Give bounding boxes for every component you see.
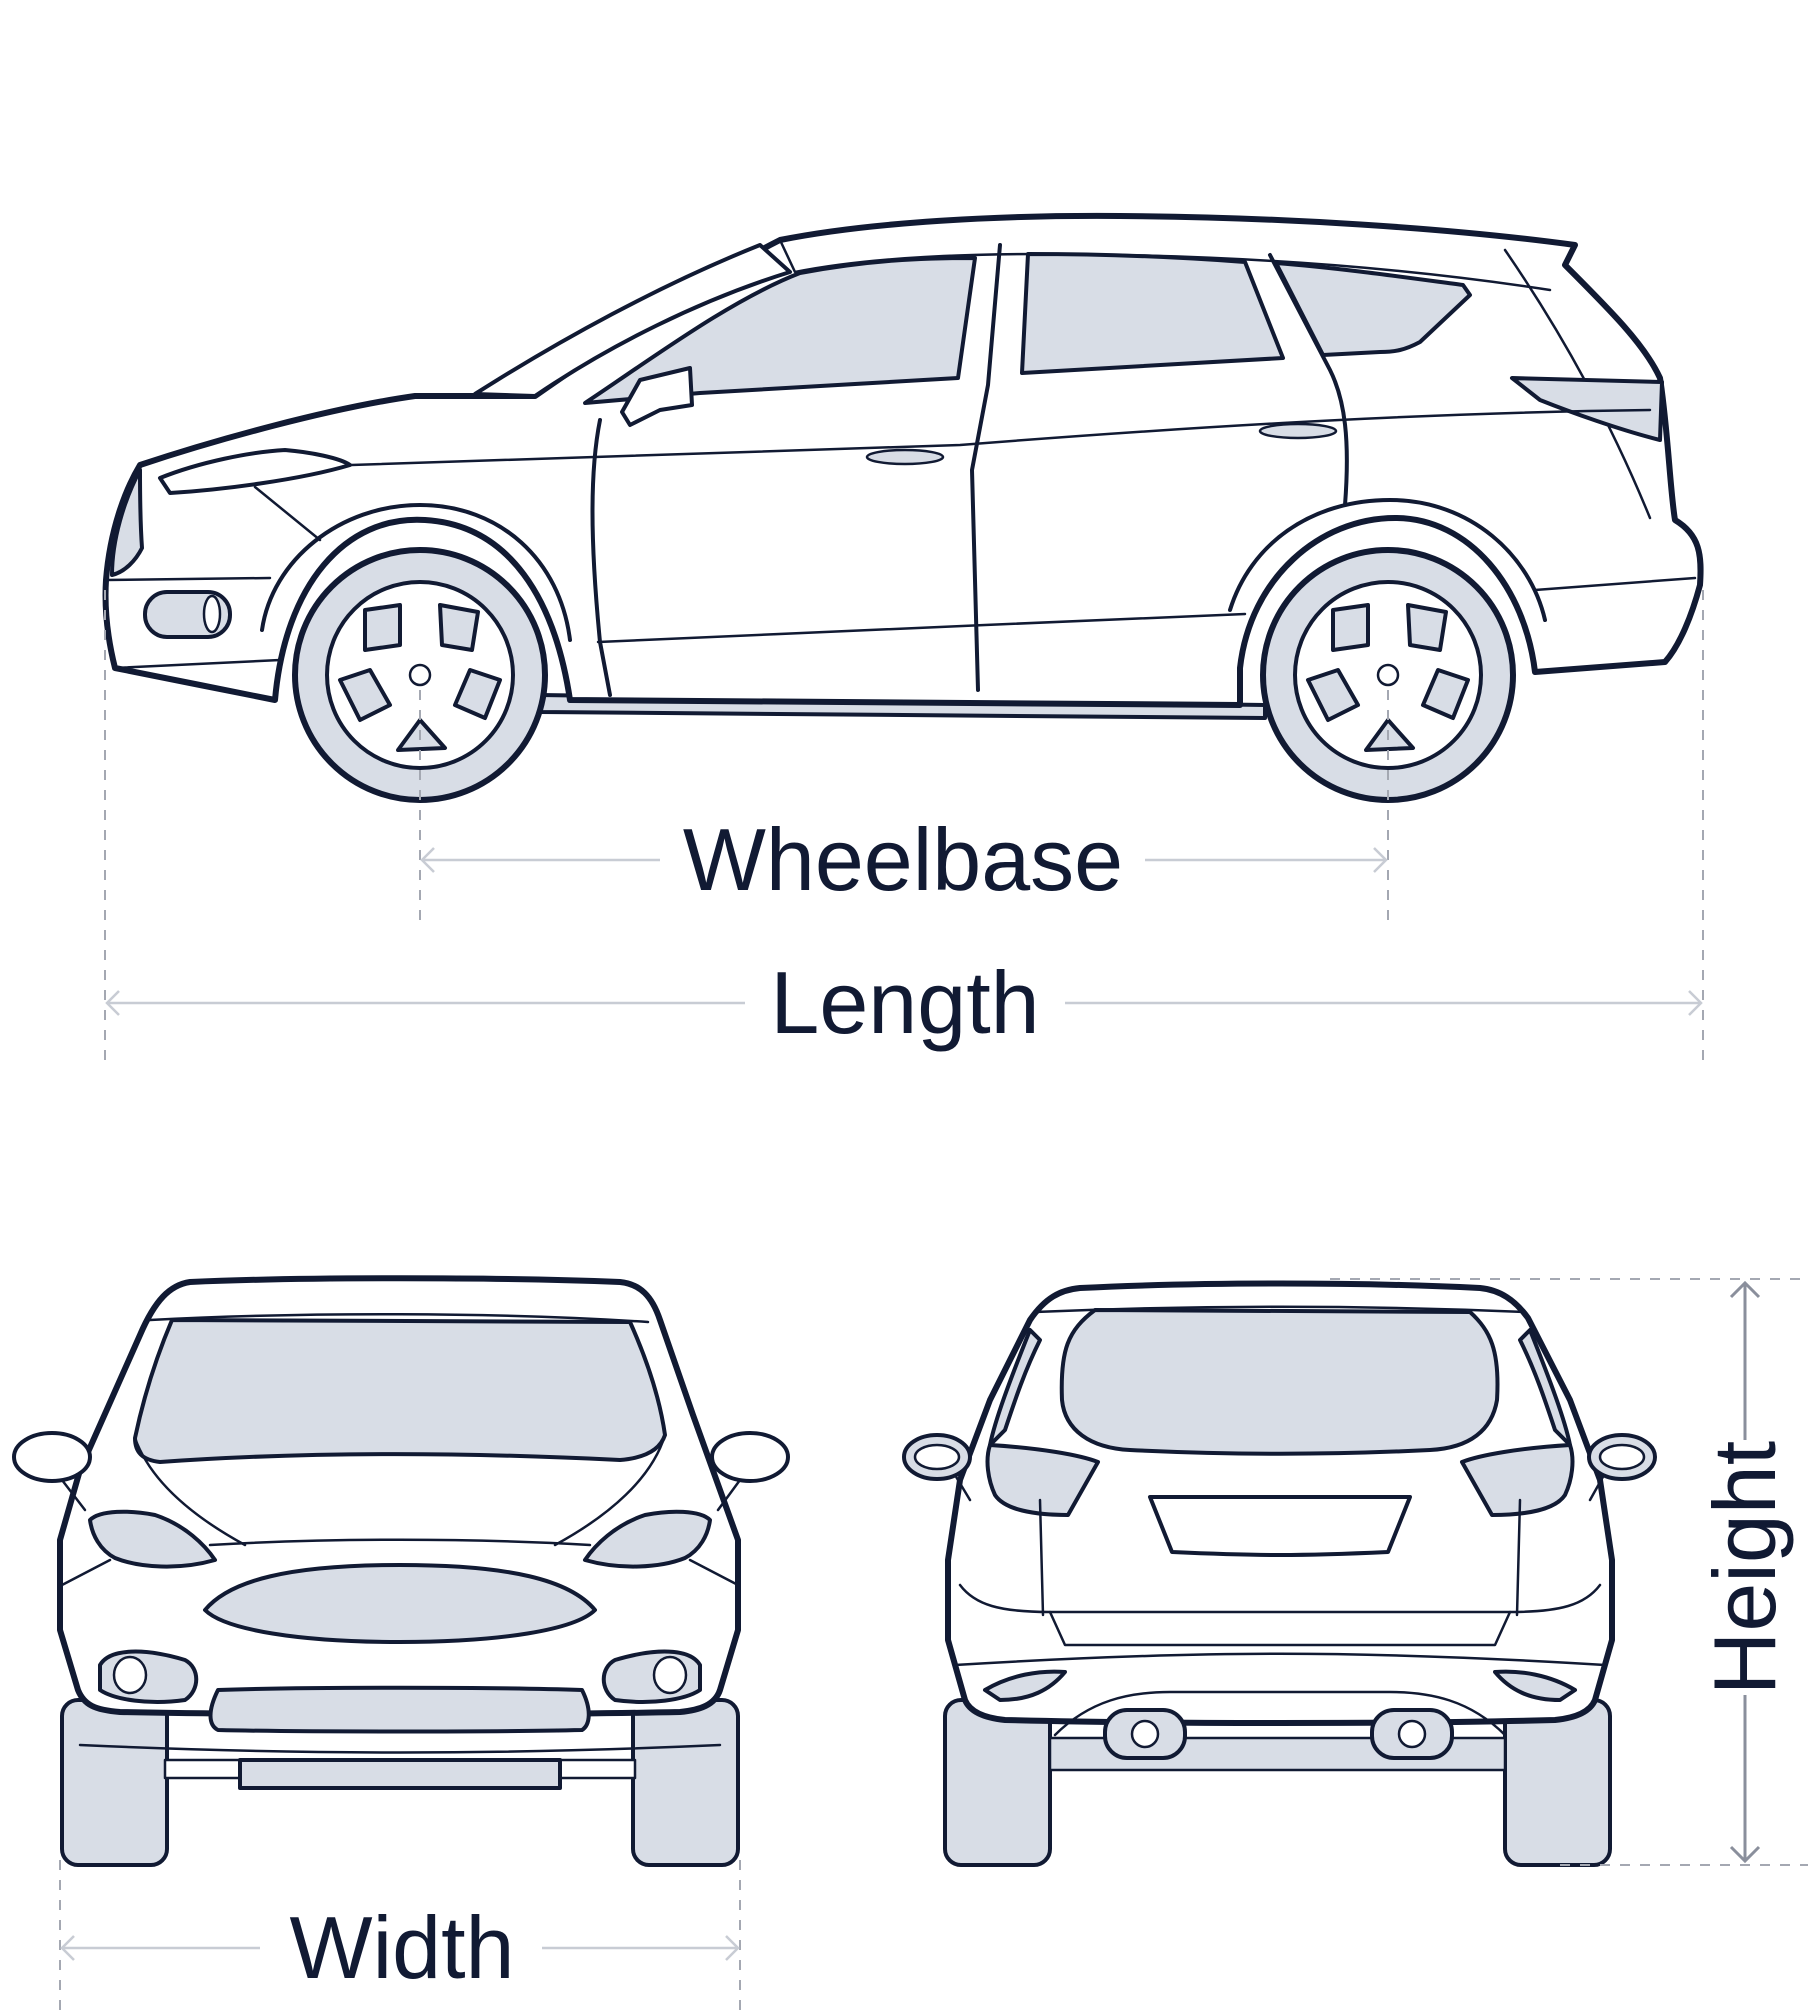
rear-wheel [1260,547,1516,803]
front-view: Width [12,1275,790,2012]
width-label: Width [290,1898,515,1997]
wheelbase-dimension: Wheelbase [420,810,1388,909]
height-dimension: Height [1695,1280,1794,1864]
height-label: Height [1695,1441,1794,1695]
rear-right-mirror [1587,1433,1657,1502]
side-view: Wheelbase Length [102,212,1704,1070]
rear-left-mirror [902,1433,972,1502]
front-wheel [292,547,548,803]
front-left-mirror [12,1431,92,1512]
front-right-mirror [710,1431,790,1512]
rear-view: Height [902,1278,1808,1867]
length-label: Length [770,953,1039,1052]
wheelbase-label: Wheelbase [683,810,1123,909]
width-dimension: Width [60,1898,740,1997]
length-dimension: Length [105,953,1703,1052]
